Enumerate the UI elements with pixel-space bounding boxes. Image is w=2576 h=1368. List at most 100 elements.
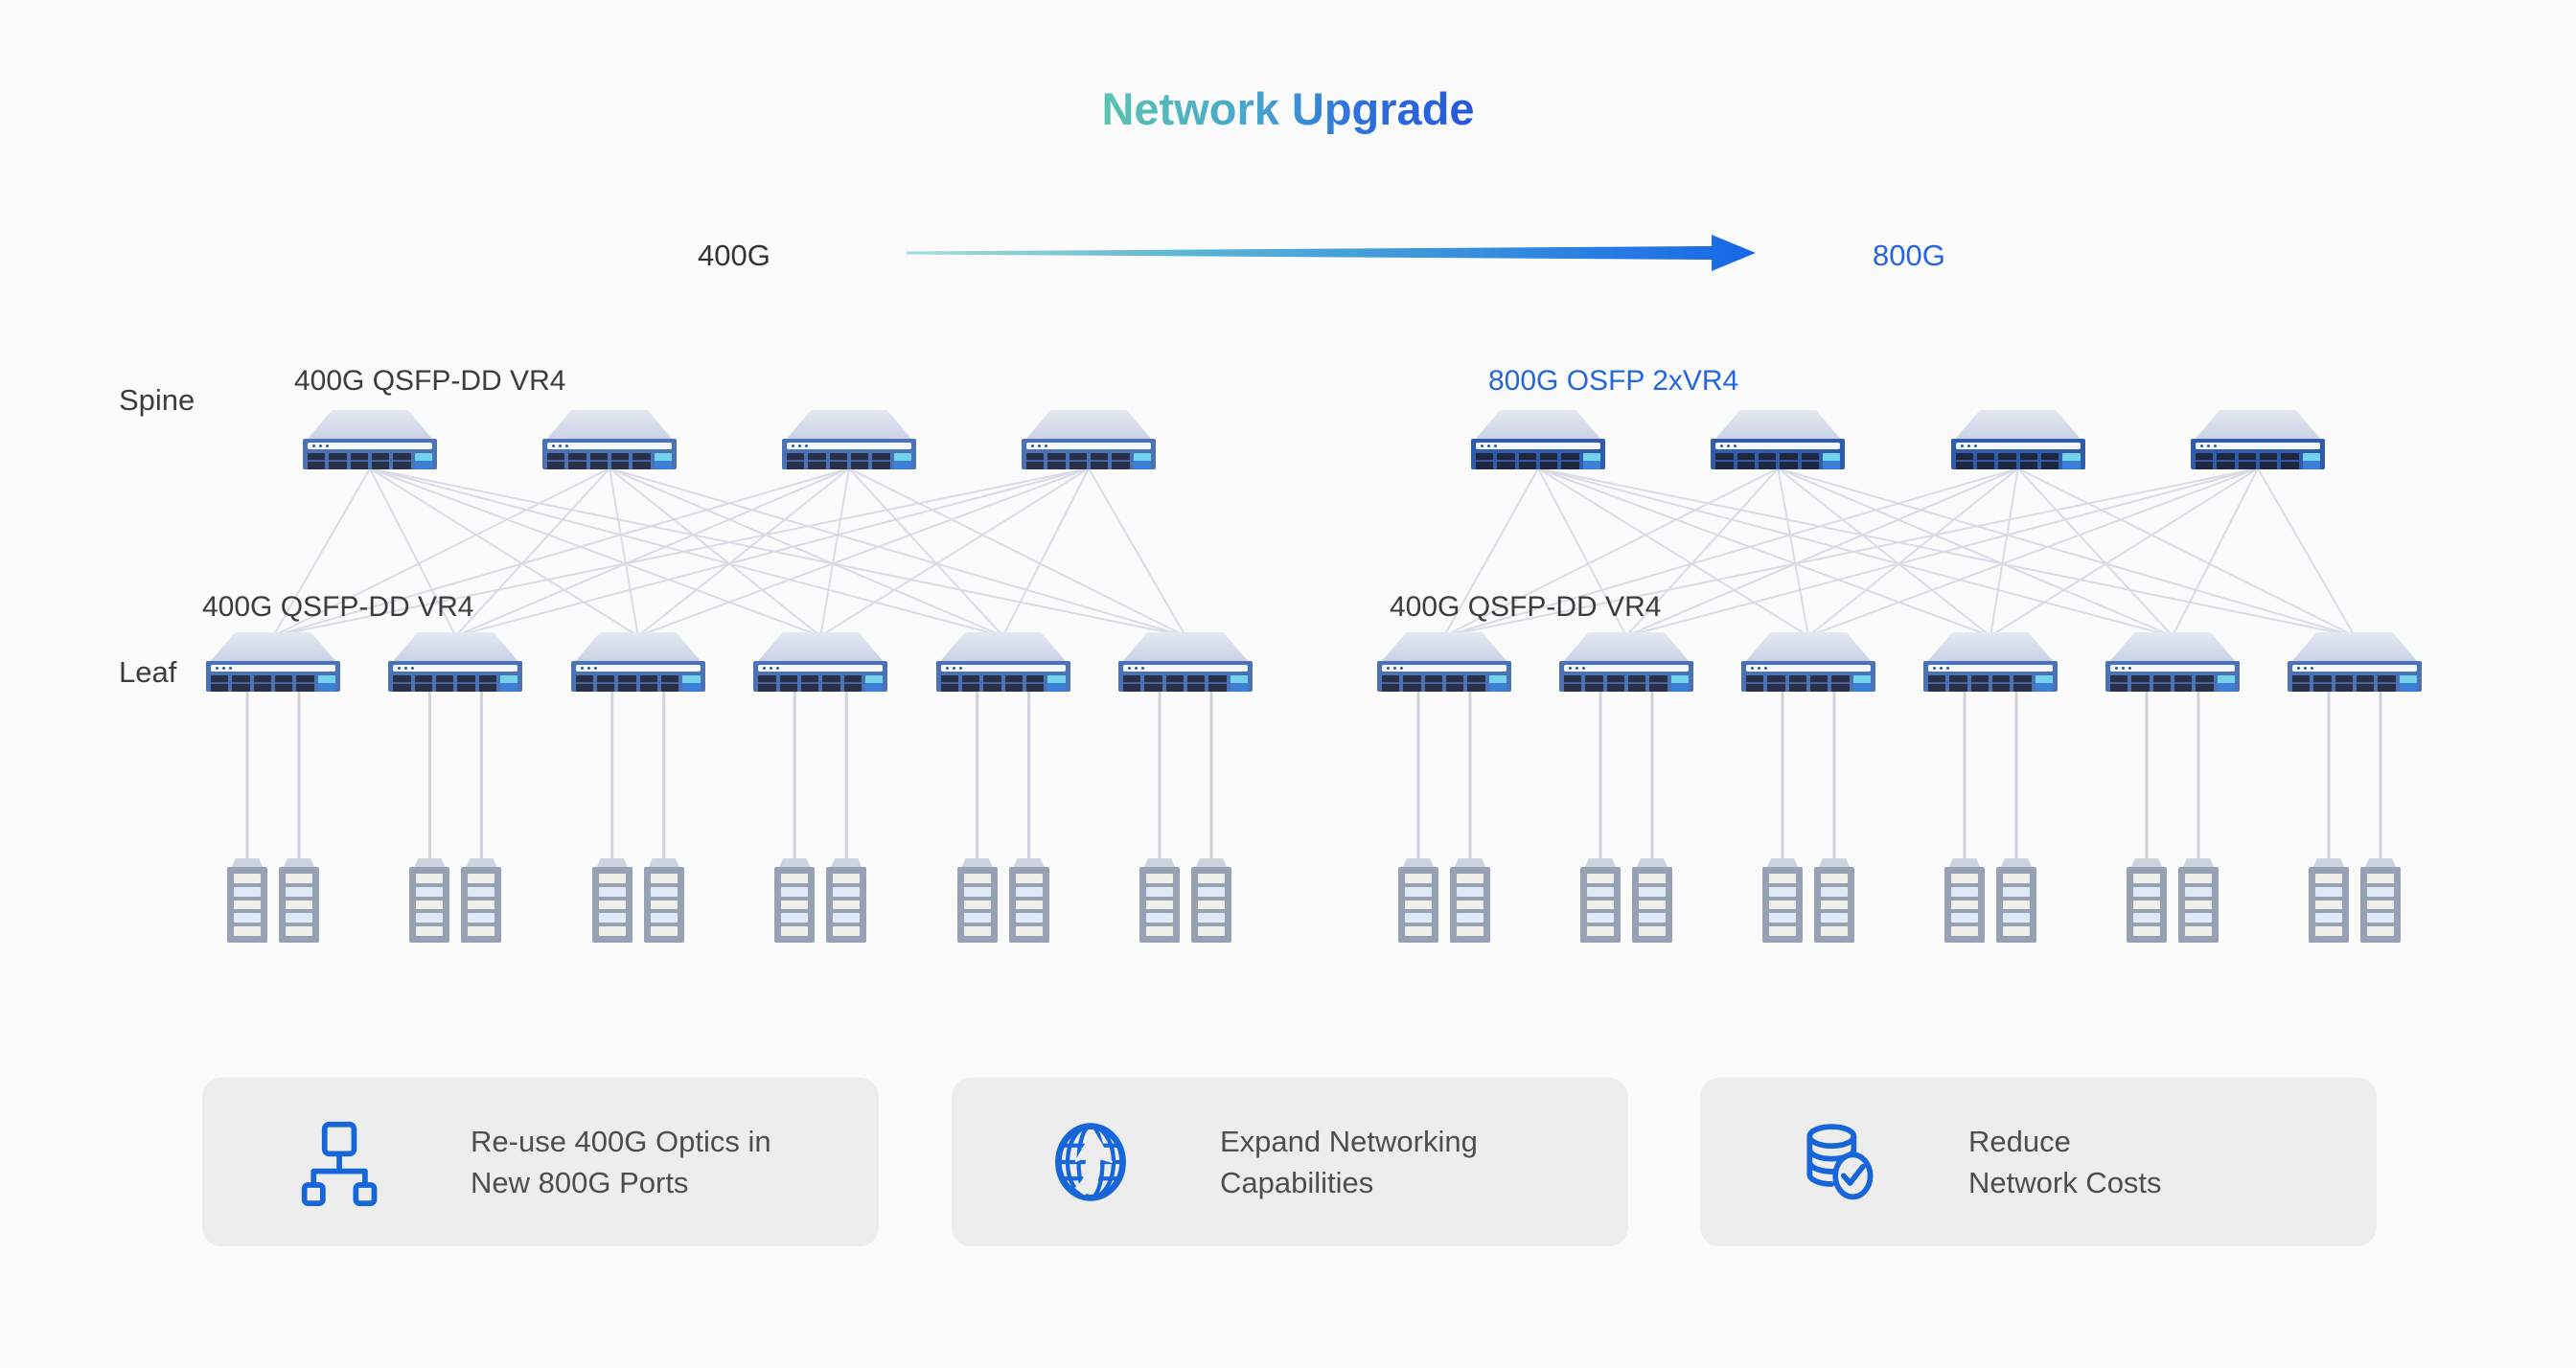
server-slot <box>2367 926 2394 936</box>
switch-port <box>2174 675 2193 692</box>
switch-chassis-top <box>2291 632 2418 662</box>
server-slot <box>833 886 861 897</box>
switch-port <box>822 675 840 692</box>
server <box>1398 858 1438 943</box>
switch-chassis-top <box>786 410 912 440</box>
server-slot <box>1587 886 1614 897</box>
card-line: Expand Networking <box>1220 1125 1478 1158</box>
switch-port <box>308 453 326 469</box>
server-slot <box>2315 874 2342 883</box>
card-line: Reduce <box>1968 1125 2071 1158</box>
server <box>1580 858 1621 943</box>
switch-port-row <box>1382 675 1506 692</box>
switch-port <box>1585 675 1603 692</box>
switch-port <box>253 675 271 692</box>
switch-port-row <box>2292 675 2417 692</box>
uplink-port <box>1822 453 1841 469</box>
switch-port <box>1715 453 1734 469</box>
server-cap <box>1196 858 1227 867</box>
switch-port <box>758 675 776 692</box>
switch-faceplate <box>935 661 1070 692</box>
card-line: New 800G Ports <box>471 1166 689 1199</box>
server-slot <box>1198 926 1225 936</box>
server-slot <box>1639 900 1666 910</box>
switch-port <box>2281 453 2299 469</box>
switch-port <box>661 675 679 692</box>
card-line: Network Costs <box>1968 1166 2162 1199</box>
switch-port <box>1186 675 1206 692</box>
switch-port <box>1788 675 1806 692</box>
server-slot <box>1146 886 1173 897</box>
server-body <box>227 867 267 943</box>
leaf-switch <box>206 632 340 692</box>
server-slot <box>1198 874 1225 883</box>
switch-faceplate <box>1923 661 2058 692</box>
server-body <box>279 867 319 943</box>
server-cap <box>648 858 679 867</box>
switch-status-strip <box>1123 665 1248 672</box>
card-line: Capabilities <box>1220 1166 1374 1199</box>
server-body <box>1944 867 1985 943</box>
leaf-switch <box>1559 632 1693 692</box>
switch-chassis-top <box>210 632 336 662</box>
server-cap <box>1819 858 1850 867</box>
switch-faceplate <box>206 661 340 692</box>
spine-switch <box>1950 410 2085 469</box>
server <box>1632 858 1672 943</box>
server-slot <box>1951 874 1978 883</box>
switch-port <box>1476 453 1494 469</box>
switch-status-strip <box>1955 443 2081 449</box>
server-slot <box>468 900 495 910</box>
row-label-leaf: Leaf <box>119 655 177 689</box>
switch-port <box>1539 453 1558 469</box>
switch-port <box>1976 453 1995 469</box>
server-cap <box>1767 858 1798 867</box>
server-slot <box>1587 913 1614 923</box>
switch-port <box>296 675 314 692</box>
switch-port <box>1144 675 1162 692</box>
leaf-switch <box>570 632 705 692</box>
switch-port <box>1949 675 1967 692</box>
switch-faceplate <box>1741 661 1875 692</box>
server-slot <box>234 874 261 883</box>
leaf-switch <box>2288 632 2422 692</box>
server-slot <box>468 913 495 923</box>
server-body <box>591 867 632 943</box>
server-slot <box>234 886 261 897</box>
switch-port <box>1445 675 1464 692</box>
leaf-switch <box>2105 632 2240 692</box>
switch-chassis-top <box>1563 632 1690 662</box>
switch-port <box>1736 453 1755 469</box>
switch-faceplate <box>542 439 677 469</box>
server <box>956 858 998 943</box>
switch-port <box>800 675 819 692</box>
switch-port <box>1564 675 1582 692</box>
switch-faceplate <box>1559 661 1693 692</box>
switch-port <box>2259 453 2278 469</box>
switch-port <box>1497 453 1515 469</box>
server-slot <box>598 886 626 897</box>
card-text: Expand Networking Capabilities <box>1220 1121 1478 1203</box>
server-slot <box>598 874 626 883</box>
uplink-port <box>500 675 518 692</box>
server-body <box>1191 867 1231 943</box>
server-slot <box>2367 913 2394 923</box>
switch-port <box>2217 453 2235 469</box>
uplink-port <box>2217 675 2235 692</box>
switch-chassis-top <box>307 410 433 440</box>
switch-faceplate <box>1118 661 1253 692</box>
switch-port <box>547 453 565 469</box>
switch-chassis-top <box>757 632 885 662</box>
switch-port <box>808 453 826 469</box>
server-slot <box>2315 926 2342 936</box>
switch-port <box>2013 675 2032 692</box>
server-slot <box>1146 926 1173 936</box>
leaf-switch <box>1377 632 1511 692</box>
switch-port <box>1627 675 1646 692</box>
switch-port <box>940 675 958 692</box>
server-slot <box>286 874 312 883</box>
server-slot <box>1405 886 1432 897</box>
server-slot <box>1457 900 1484 910</box>
switch-port <box>1831 675 1850 692</box>
server-slot <box>781 886 809 897</box>
